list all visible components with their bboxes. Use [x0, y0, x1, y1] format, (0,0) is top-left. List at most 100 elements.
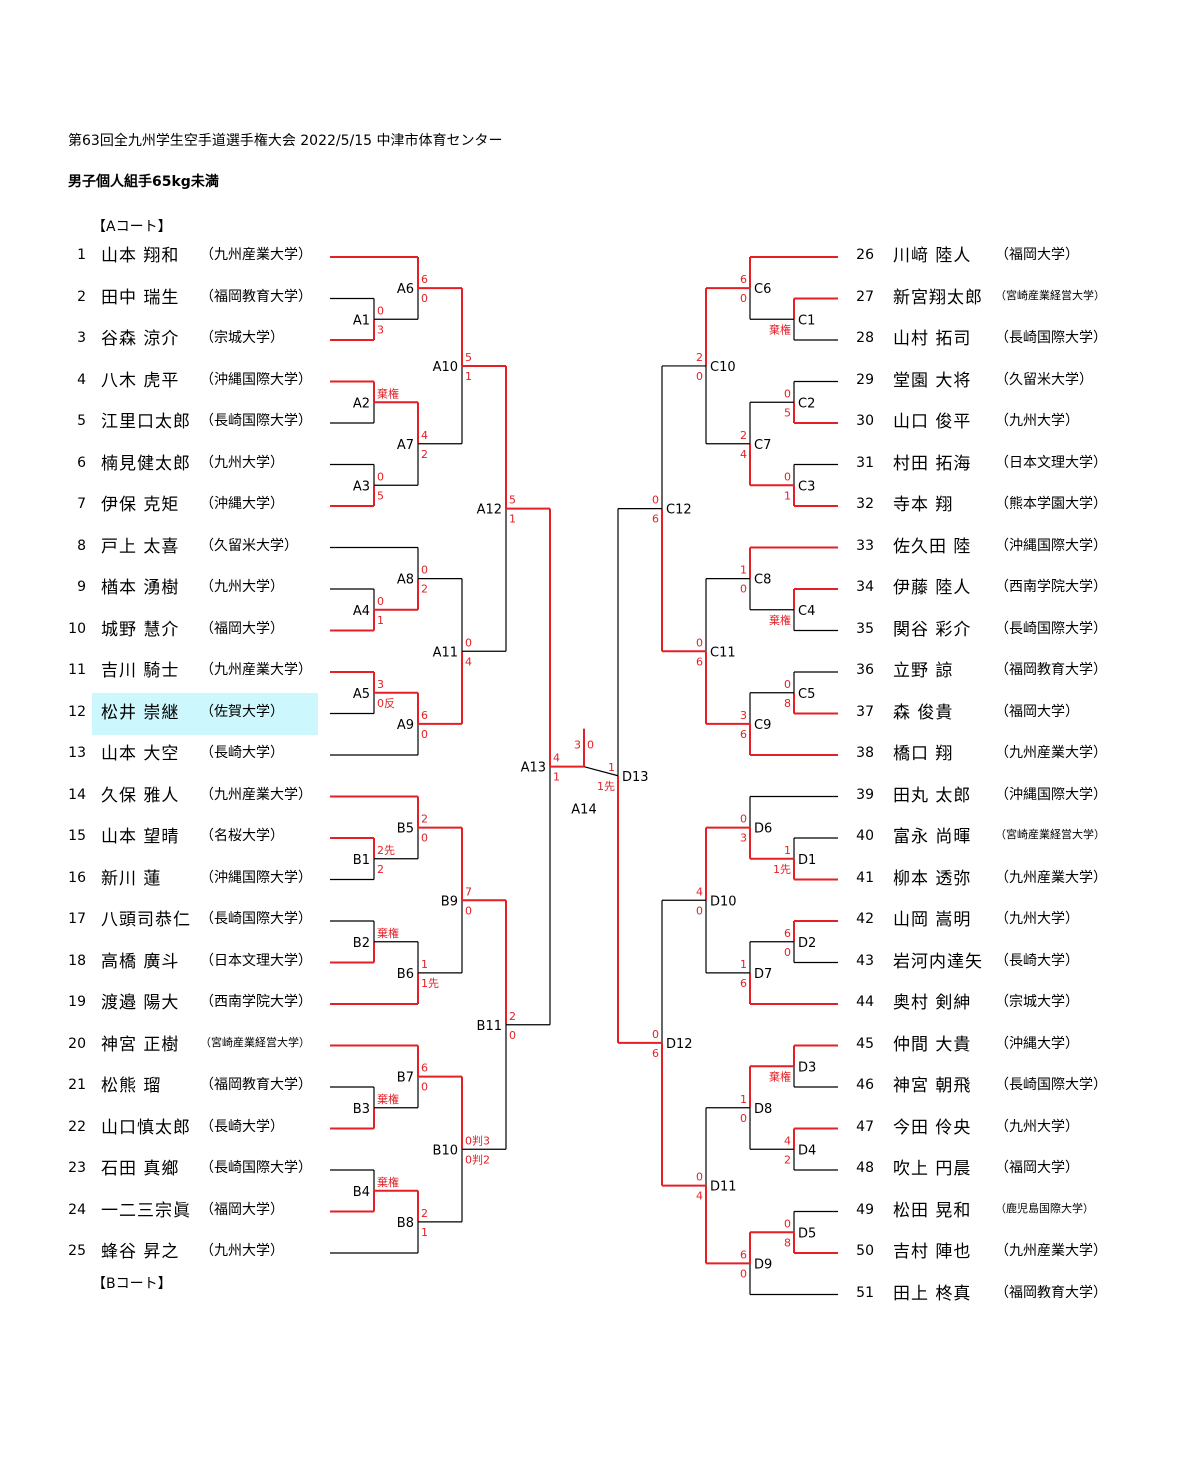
player-university: （沖縄国際大学）: [995, 537, 1107, 554]
match-score-B11-bottom: 0: [509, 1029, 516, 1042]
match-score-D10-bottom: 0: [696, 904, 703, 917]
entry-number: 19: [68, 994, 86, 1010]
match-id-A4: A4: [353, 604, 370, 619]
match-score-B9-bottom: 0: [465, 904, 472, 917]
entry-number: 41: [856, 869, 874, 886]
entry-number: 37: [856, 703, 874, 720]
entry-number: 21: [68, 1077, 86, 1093]
match-score-C8-top: 1: [740, 564, 747, 577]
entry-number: 49: [856, 1201, 874, 1218]
match-score-A11-top: 0: [465, 636, 472, 649]
player-name: 戸上 太喜: [101, 536, 180, 557]
match-id-B3: B3: [353, 1102, 370, 1117]
entry-number: 40: [856, 828, 874, 844]
match-score-B2-top: 棄権: [377, 926, 399, 940]
entry-number: 12: [68, 703, 86, 720]
match-score-D10-top: 4: [696, 885, 703, 898]
player-university: （長崎大学）: [995, 952, 1079, 969]
match-score-D11-bottom: 4: [696, 1190, 703, 1203]
entry-number: 1: [77, 247, 86, 263]
player-name: 高橋 廣斗: [101, 951, 180, 972]
match-id-A6: A6: [397, 282, 414, 297]
match-score-A13-top: 4: [553, 752, 560, 765]
match-id-D10: D10: [710, 894, 737, 909]
player-name: 森 俊貴: [893, 702, 954, 723]
match-id-C12: C12: [666, 503, 692, 518]
match-score-D4-bottom: 2: [784, 1153, 791, 1166]
entry-number: 4: [77, 371, 86, 388]
match-score-B9-top: 7: [465, 885, 472, 898]
match-id-B6: B6: [397, 967, 414, 982]
entry-number: 44: [856, 994, 874, 1010]
entry-number: 26: [856, 247, 874, 263]
match-score-D7-bottom: 6: [740, 977, 747, 990]
player-name: 松田 晃和: [893, 1200, 972, 1221]
entry-number: 2: [77, 288, 86, 305]
match-score-D5-top: 0: [784, 1217, 791, 1230]
player-university: （宗城大学）: [995, 994, 1079, 1010]
match-score-D3-bottom: 棄権: [769, 1069, 791, 1083]
match-id-D9: D9: [754, 1257, 772, 1272]
match-score-D13-top: 1: [608, 761, 615, 774]
player-name: 八木 虎平: [101, 370, 180, 391]
entry-number: 46: [856, 1077, 874, 1093]
division-title: 男子個人組手65kg未満: [68, 174, 219, 190]
match-id-A7: A7: [397, 438, 414, 453]
player-university: （沖縄大学）: [200, 496, 284, 512]
entry-number: 48: [856, 1160, 874, 1176]
entry-number: 17: [68, 911, 86, 927]
match-id-C3: C3: [798, 479, 815, 494]
entry-number: 23: [68, 1160, 86, 1176]
player-name: 八頭司恭仁: [101, 910, 191, 930]
match-id-B4: B4: [353, 1185, 370, 1200]
match-id-A3: A3: [353, 479, 370, 494]
entry-number: 36: [856, 662, 874, 678]
entry-number: 8: [77, 537, 86, 554]
match-id-D1: D1: [798, 853, 816, 868]
player-university: （長崎国際大学）: [995, 1077, 1107, 1093]
entry-number: 33: [856, 537, 874, 554]
player-name: 今田 伶央: [893, 1117, 972, 1138]
match-score-C10-top: 2: [696, 351, 703, 364]
match-id-C7: C7: [754, 438, 771, 453]
match-id-D2: D2: [798, 936, 816, 951]
entry-number: 45: [856, 1035, 874, 1052]
player-name: 山本 大空: [101, 744, 180, 764]
entry-number: 34: [856, 579, 874, 595]
match-score-A8-top: 0: [421, 564, 428, 577]
match-score-C10-bottom: 0: [696, 370, 703, 383]
player-name: 川﨑 陸人: [893, 246, 972, 266]
match-id-C2: C2: [798, 396, 815, 411]
player-university: （宮崎産業経営大学）: [995, 828, 1105, 841]
match-score-A11-bottom: 4: [465, 655, 472, 668]
player-name: 富永 尚暉: [893, 827, 972, 847]
match-score-A1-top: 0: [377, 304, 384, 317]
player-university: （鹿児島国際大学）: [995, 1201, 1094, 1215]
match-score-C5-bottom: 8: [784, 697, 791, 710]
match-score-A5-bottom: 0反: [377, 697, 395, 710]
player-name: 新川 蓮: [101, 868, 162, 889]
match-score-A3-bottom: 5: [377, 489, 384, 502]
player-name: 楠見健太郎: [101, 453, 191, 474]
player-name: 伊保 克矩: [101, 495, 180, 515]
player-university: （福岡大学）: [995, 247, 1079, 263]
player-name: 柳本 透弥: [893, 868, 972, 889]
match-id-D5: D5: [798, 1226, 816, 1241]
player-name: 伊藤 陸人: [893, 578, 972, 598]
entry-number: 39: [856, 786, 874, 803]
player-name: 関谷 彩介: [893, 619, 972, 640]
entry-number: 9: [77, 579, 86, 595]
player-university: （長崎大学）: [200, 745, 284, 761]
player-university: （九州大学）: [200, 579, 284, 595]
entry-number: 20: [68, 1035, 86, 1052]
player-name: 岩河内達矢: [893, 951, 983, 972]
player-name: 久保 雅人: [101, 785, 180, 806]
match-score-C2-top: 0: [784, 387, 791, 400]
match-score-B6-bottom: 1先: [421, 977, 439, 990]
entry-number: 3: [77, 330, 86, 346]
player-name: 山岡 嵩明: [893, 910, 972, 930]
match-score-D6-top: 0: [740, 813, 747, 826]
match-score-D1-bottom: 1先: [773, 863, 791, 876]
entry-number: 31: [856, 454, 874, 471]
player-university: （久留米大学）: [995, 371, 1093, 388]
